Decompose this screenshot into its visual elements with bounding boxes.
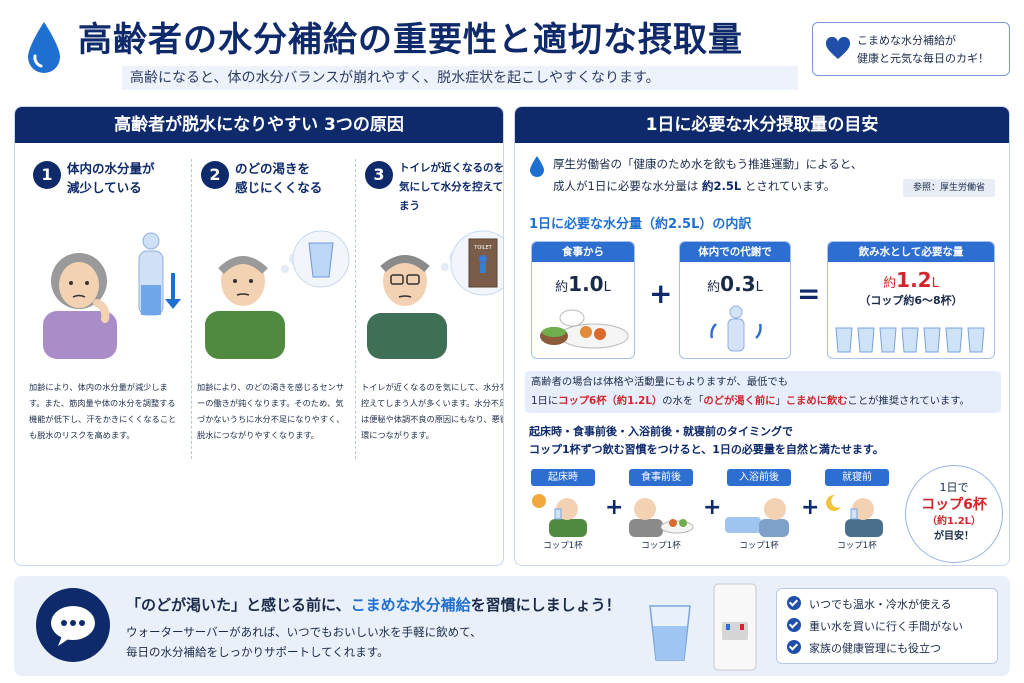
timing-text: 起床時・食事前後・入浴前後・就寝前のタイミングで コップ1杯ずつ飲む習慣をつける… [529,425,884,456]
heart-icon [825,37,851,59]
door-label: TOILET [473,245,492,251]
causes-heading: 高齢者が脱水になりやすい 3つの原因 [15,107,503,143]
footer-text: ウォーターサーバーがあれば、いつでもおいしい水を手軽に飲めて、 毎日の水分補給を… [126,625,482,659]
intake-heading: 1日に必要な水分摂取量の目安 [515,107,1009,143]
block-metabolism: 体内での代謝で 約0.3L [679,241,791,359]
block-drinking-water: 飲み水として必要な量 約1.2L （コップ約6〜8杯） [827,241,995,359]
page-title: 高齢者の水分補給の重要性と適切な摂取量 [78,20,743,60]
block-food: 食事から 約1.0L [531,241,635,359]
cause-3: 3 トイレが近くなるのを 気にして水分を控えてしまう TOILET トイレが近く… [359,157,504,477]
water-glass-icon [649,605,691,661]
divider [191,159,192,459]
footer-banner: 「のどが渇いた」と感じる前に、こまめな水分補給を習慣にしましょう！ ウォーターサ… [14,576,1010,676]
plus-sign: + [801,495,820,520]
cup-icon [879,327,897,353]
plus-sign: + [605,495,624,520]
header: 高齢者の水分補給の重要性と適切な摂取量 高齢になると、体の水分バランスが崩れやす… [0,0,1024,100]
cup-icon [923,327,941,353]
divider [355,159,356,459]
cause-description: トイレが近くなるのを気にして、水分を控えてしまう人が多くいます。水分不足は便秘や… [361,382,504,440]
meal-drinking-illustration [629,498,694,537]
cause-1: 1 体内の水分量が 減少している 加齢により、体内の水分量が減少します。また、筋… [27,157,185,477]
elderly-note: 高齢者の場合は体格や活動量にもよりますが、最低でも 1日にコップ6杯（約1.2L… [525,371,1001,413]
cause-number: 1 [33,161,61,189]
intake-intro: 厚生労働省の「健康のため水を飲もう推進運動」によると、 成人が1日に必要な水分量… [553,157,863,193]
benefits-list: いつでも温水・冷水が使える 重い水を買いに行く手間がない 家族の健康管理にも役立… [776,588,998,664]
cup-icon [835,327,853,353]
body-metabolism-illustration [710,305,762,352]
check-icon [787,640,801,654]
timing-meal: 食事前後 コップ1杯 [625,469,697,551]
timing-wakeup: 起床時 コップ1杯 [527,469,599,551]
cups-note: （コップ約6〜8杯） [859,294,963,307]
timing-bedtime: 就寝前 コップ1杯 [821,469,893,551]
check-icon [787,618,801,632]
footer-headline: 「のどが渇いた」と感じる前に、こまめな水分補給を習慣にしましょう！ [126,596,621,614]
causes-panel: 高齢者が脱水になりやすい 3つの原因 1 体内の水分量が 減少している 加齢によ… [14,106,504,566]
cause-description: 加齢により、のどの渇きを感じるセンサーの働きが鈍くなります。そのため、気づかない… [197,382,345,440]
cup-icon [945,327,963,353]
elderly-man-toilet-illustration: TOILET [367,230,503,359]
cause-title: 体内の水分量が 減少している [67,161,155,195]
water-drop-icon [28,22,60,73]
water-drop-icon [530,156,544,177]
cause-description: 加齢により、体内の水分量が減少します。また、筋肉量や体の水分を調整する機能が低下… [29,382,177,440]
benefit-item: いつでも温水・冷水が使える [787,595,952,615]
daily-goal-circle: 1日で コップ6杯 （約1.2L） が目安！ [905,465,1003,563]
cause-2: 2 のどの渇きを 感じにくくなる 加齢により、のどの渇きを感じるセンサーの働きが… [195,157,353,477]
benefit-item: 家族の健康管理にも役立つ [787,639,941,659]
cause-number: 2 [201,161,229,189]
plus-sign: + [703,495,722,520]
header-badge: こまめな水分補給が 健康と元気な毎日のカギ！ [812,22,1010,76]
benefit-item: 重い水を買いに行く手間がない [787,617,963,637]
equals-sign: = [797,277,821,310]
water-server-icon [713,583,757,671]
badge-text: こまめな水分補給が 健康と元気な毎日のカギ！ [857,34,989,65]
chat-bubble-icon [36,588,110,662]
reference-tag: 参照：厚生労働省 [903,179,995,197]
cause-title: のどの渇きを 感じにくくなる [235,161,323,195]
cause-title: トイレが近くなるのを 気にして水分を控えてしまう [399,162,504,212]
water-cups-row [835,327,985,353]
intake-panel: 1日に必要な水分摂取量の目安 厚生労働省の「健康のため水を飲もう推進運動」による… [514,106,1010,566]
wakeup-drinking-illustration [532,494,587,537]
cause-number: 3 [365,161,393,189]
timing-bath: 入浴前後 コップ1杯 [723,469,795,551]
meal-illustration [540,309,629,349]
bath-drinking-illustration [725,498,789,537]
bedtime-drinking-illustration [826,494,883,537]
elderly-man-thirst-illustration [205,230,350,359]
cup-icon [967,327,985,353]
plus-sign: + [649,277,673,310]
elderly-woman-illustration [43,232,181,359]
page-subtitle: 高齢になると、体の水分バランスが崩れやすく、脱水症状を起こしやすくなります。 [122,66,798,90]
check-icon [787,596,801,610]
cup-icon [857,327,875,353]
cup-icon [901,327,919,353]
breakdown-title: 1日に必要な水分量（約2.5L）の内訳 [529,217,752,232]
